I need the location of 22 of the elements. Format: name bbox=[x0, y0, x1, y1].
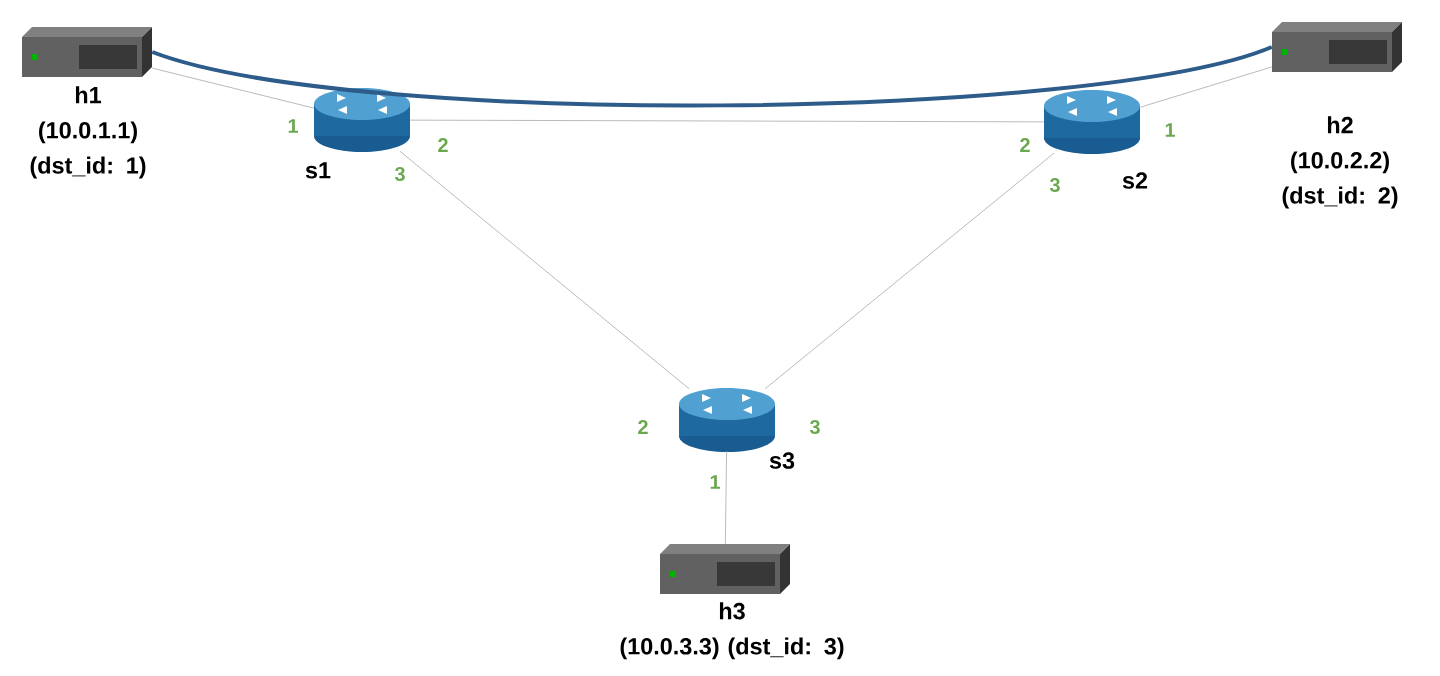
port-number: 2 bbox=[438, 138, 448, 152]
port-number: 2 bbox=[638, 420, 648, 434]
switch-label: s3 bbox=[769, 452, 795, 469]
link-line bbox=[151, 67, 315, 109]
port-number: 1 bbox=[710, 475, 720, 489]
link-line bbox=[1139, 66, 1273, 108]
switch-label: s2 bbox=[1122, 172, 1148, 189]
link-line bbox=[724, 450, 728, 545]
link-line bbox=[409, 119, 1045, 123]
switch-label: s1 bbox=[305, 162, 331, 179]
link-line bbox=[399, 150, 690, 390]
link-line bbox=[764, 152, 1055, 390]
port-number: 3 bbox=[394, 166, 405, 182]
flow-path bbox=[151, 45, 1273, 108]
host-label: h3 (10.0.3.3) (dst_id: 3) bbox=[620, 602, 844, 660]
port-number: 2 bbox=[1020, 138, 1030, 152]
port-number: 3 bbox=[1049, 177, 1060, 193]
port-number: 1 bbox=[288, 119, 298, 133]
host-label: h2 (10.0.2.2) (dst_id: 2) bbox=[1282, 116, 1398, 209]
port-number: 3 bbox=[809, 419, 820, 435]
host-label: h1 (10.0.1.1) (dst_id: 1) bbox=[30, 86, 146, 179]
port-number: 1 bbox=[1165, 123, 1175, 137]
